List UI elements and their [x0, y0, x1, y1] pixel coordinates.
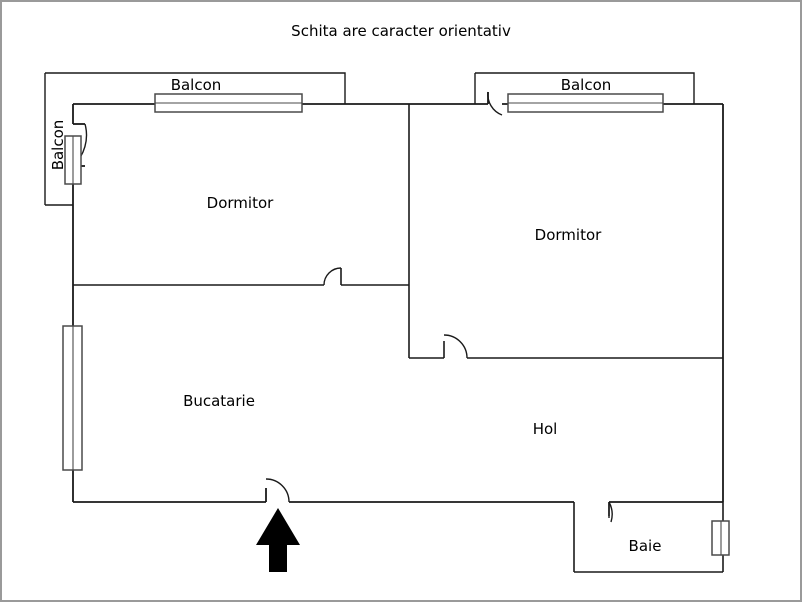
label-balcon-left-top: Balcon [170, 76, 222, 94]
label-baie: Baie [628, 537, 662, 555]
door-balcon-right-top [487, 91, 503, 116]
label-hol: Hol [532, 420, 558, 438]
window-baie [711, 520, 730, 556]
label-bucatarie: Bucatarie [183, 392, 255, 410]
window-balcon-left-top [154, 93, 303, 113]
entrance-arrow-icon [256, 508, 300, 572]
balcon-right-top-outline [474, 72, 695, 104]
label-dormitor-right: Dormitor [534, 226, 602, 244]
label-balcon-right-top: Balcon [560, 76, 612, 94]
window-bucatarie [62, 325, 83, 471]
door-baie [608, 501, 613, 523]
door-dormitor-hol [443, 334, 468, 359]
balcon-left-top-outline [44, 72, 346, 206]
plan-title: Schita are caracter orientativ [291, 22, 511, 40]
label-dormitor-left: Dormitor [206, 194, 274, 212]
door-dormitor-bucatarie [323, 267, 342, 286]
apartment-outer-walls [72, 92, 724, 503]
label-balcon-left-side: Balcon [49, 119, 67, 171]
door-entrance [265, 478, 290, 503]
interior-walls [73, 104, 723, 359]
window-balcon-left-side [64, 135, 82, 185]
window-balcon-right-top [507, 93, 664, 113]
